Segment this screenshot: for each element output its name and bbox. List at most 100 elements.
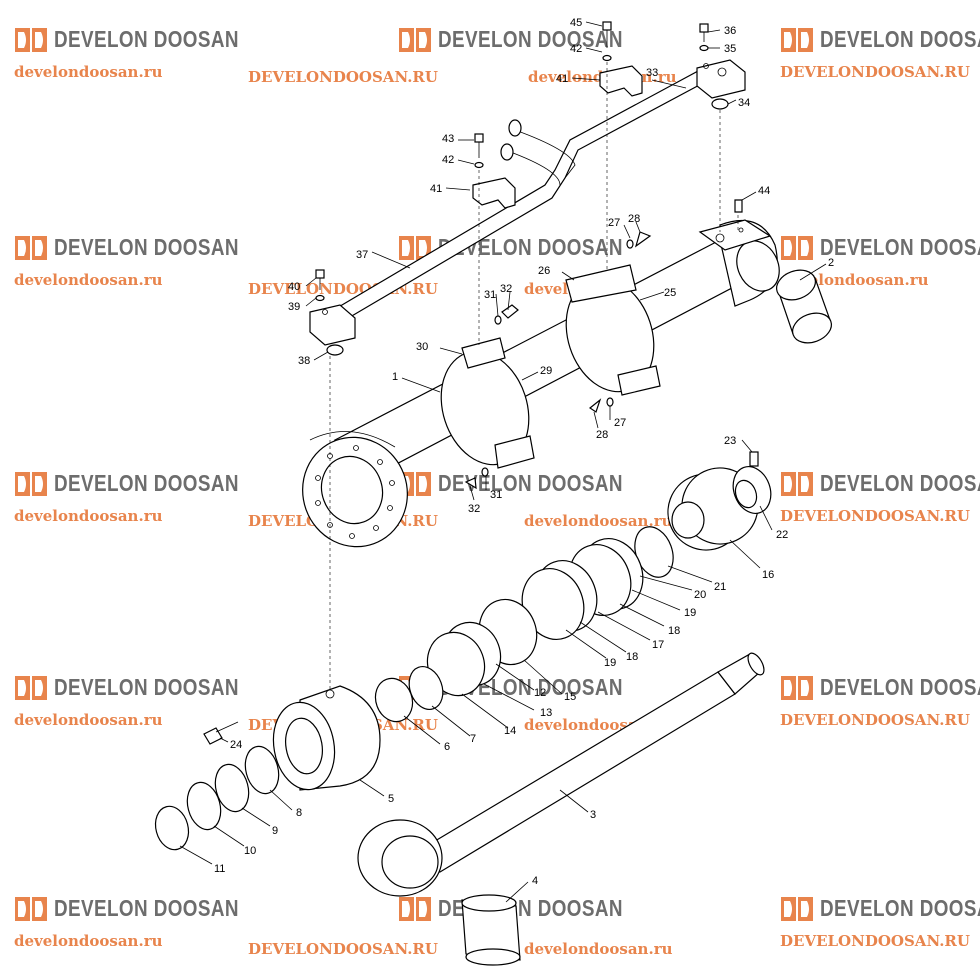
callout-28-lower: 28 (596, 429, 608, 441)
callout-1: 1 (392, 371, 398, 383)
watermark-site-r5c3: develondoosan.ru (524, 940, 673, 958)
watermark-r2c3: DEVELON DOOSAN develondoosan.ru (780, 234, 980, 289)
callout-numbers: 45 42 41 33 36 35 34 43 42 41 44 27 28 2… (214, 17, 834, 887)
callout-36: 36 (724, 25, 736, 37)
callout-6: 6 (444, 741, 450, 753)
o-ring-38 (326, 344, 344, 356)
callout-15: 15 (564, 691, 576, 703)
logo-icon (781, 27, 813, 52)
watermark-brand: DEVELON DOOSAN (820, 26, 980, 52)
piston-rod-3 (357, 652, 765, 897)
callout-16: 16 (762, 569, 774, 581)
callout-27-lower: 27 (614, 417, 626, 429)
watermark-site: develondoosan.ru (14, 932, 163, 950)
watermark-brand: DEVELON DOOSAN (820, 470, 980, 496)
rod-seals (154, 745, 280, 851)
callout-24: 24 (230, 739, 242, 751)
logo-icon (781, 675, 813, 700)
logo-icon (15, 235, 47, 260)
watermark-site-r3c3: develondoosan.ru (524, 512, 673, 530)
callout-41-upper: 41 (556, 73, 568, 85)
watermark-site-r1c2: DEVELONDOOSAN.RU (248, 68, 438, 86)
logo-icon (399, 235, 431, 260)
flange-35 (696, 59, 746, 99)
bushing-4 (461, 894, 521, 966)
callout-26: 26 (538, 265, 550, 277)
watermark-site-r5c2: DEVELONDOOSAN.RU (248, 940, 438, 958)
callout-25: 25 (664, 287, 676, 299)
callout-29: 29 (540, 365, 552, 377)
callout-11: 11 (214, 863, 225, 875)
callout-4: 4 (532, 875, 538, 887)
callout-43: 43 (442, 133, 454, 145)
callout-17: 17 (652, 639, 664, 651)
logo-icon (15, 471, 47, 496)
watermark-r5c3: DEVELON DOOSAN DEVELONDOOSAN.RU (780, 895, 980, 950)
logo-icon (15, 675, 47, 700)
callout-39: 39 (288, 301, 300, 313)
callout-3: 3 (590, 809, 596, 821)
callout-32-upper: 32 (500, 283, 512, 295)
callout-30: 30 (416, 341, 428, 353)
callout-19-lower: 19 (604, 657, 616, 669)
watermark-site: develondoosan.ru (14, 271, 163, 289)
setscrew-23 (749, 451, 759, 467)
watermark-site: develondoosan.ru (14, 711, 163, 729)
clamp-band-25 (565, 264, 661, 396)
bolt-24 (203, 721, 239, 745)
watermark-brand: DEVELON DOOSAN (438, 26, 623, 52)
watermark-r1c1: DEVELON DOOSAN develondoosan.ru (14, 26, 280, 81)
watermark-site: develondoosan.ru (14, 507, 163, 525)
callout-32-lower: 32 (468, 503, 480, 515)
callout-41-lower: 41 (430, 183, 442, 195)
watermark-r4c1: DEVELON DOOSAN develondoosan.ru (14, 674, 280, 729)
watermark-brand: DEVELON DOOSAN (54, 674, 239, 700)
callout-23: 23 (724, 435, 736, 447)
pipe-clamp-41-lower (472, 177, 516, 209)
logo-icon (399, 27, 431, 52)
callout-19-upper: 19 (684, 607, 696, 619)
callout-35: 35 (724, 43, 736, 55)
watermark-r2c1: DEVELON DOOSAN develondoosan.ru (14, 234, 280, 289)
callout-5: 5 (388, 793, 394, 805)
logo-icon (781, 471, 813, 496)
clamp-band-29 (440, 337, 535, 469)
logo-icon (781, 235, 813, 260)
callout-27-upper: 27 (608, 217, 620, 229)
callout-38: 38 (298, 355, 310, 367)
watermark-site: DEVELONDOOSAN.RU (780, 63, 970, 81)
logo-icon (399, 896, 431, 921)
callout-44: 44 (758, 185, 770, 197)
callout-42-lower: 42 (442, 154, 454, 166)
callout-14: 14 (504, 725, 516, 737)
watermark-brand: DEVELON DOOSAN (54, 26, 239, 52)
callout-28-upper: 28 (628, 213, 640, 225)
bushing-2 (776, 269, 832, 344)
watermark-r4c3: DEVELON DOOSAN DEVELONDOOSAN.RU (780, 674, 980, 729)
watermark-r5c1: DEVELON DOOSAN develondoosan.ru (14, 895, 280, 950)
callout-9: 9 (272, 825, 278, 837)
pipe-clamp-41-upper (599, 65, 643, 97)
watermark-brand: DEVELON DOOSAN (820, 674, 980, 700)
flange-39 (309, 304, 356, 346)
watermark-site: DEVELONDOOSAN.RU (780, 711, 970, 729)
watermark-site: DEVELONDOOSAN.RU (780, 507, 970, 525)
watermark-site: develondoosan.ru (14, 63, 163, 81)
rod-cover-5 (272, 685, 381, 791)
watermark-brand: DEVELON DOOSAN (54, 470, 239, 496)
watermark-brand: DEVELON DOOSAN (54, 895, 239, 921)
bolts (315, 21, 743, 490)
callout-31-upper: 31 (484, 289, 496, 301)
callout-34: 34 (738, 97, 750, 109)
watermark-r1c2: DEVELON DOOSAN (398, 26, 664, 53)
watermark-r1c3: DEVELON DOOSAN DEVELONDOOSAN.RU (780, 26, 980, 81)
watermark-brand: DEVELON DOOSAN (820, 234, 980, 260)
watermark-site: DEVELONDOOSAN.RU (780, 932, 970, 950)
callout-45: 45 (570, 17, 582, 29)
logo-icon (15, 896, 47, 921)
callout-33: 33 (646, 67, 658, 79)
watermark-r3c3: DEVELON DOOSAN DEVELONDOOSAN.RU (780, 470, 980, 525)
callout-31-lower: 31 (490, 489, 502, 501)
watermark-brand: DEVELON DOOSAN (820, 895, 980, 921)
